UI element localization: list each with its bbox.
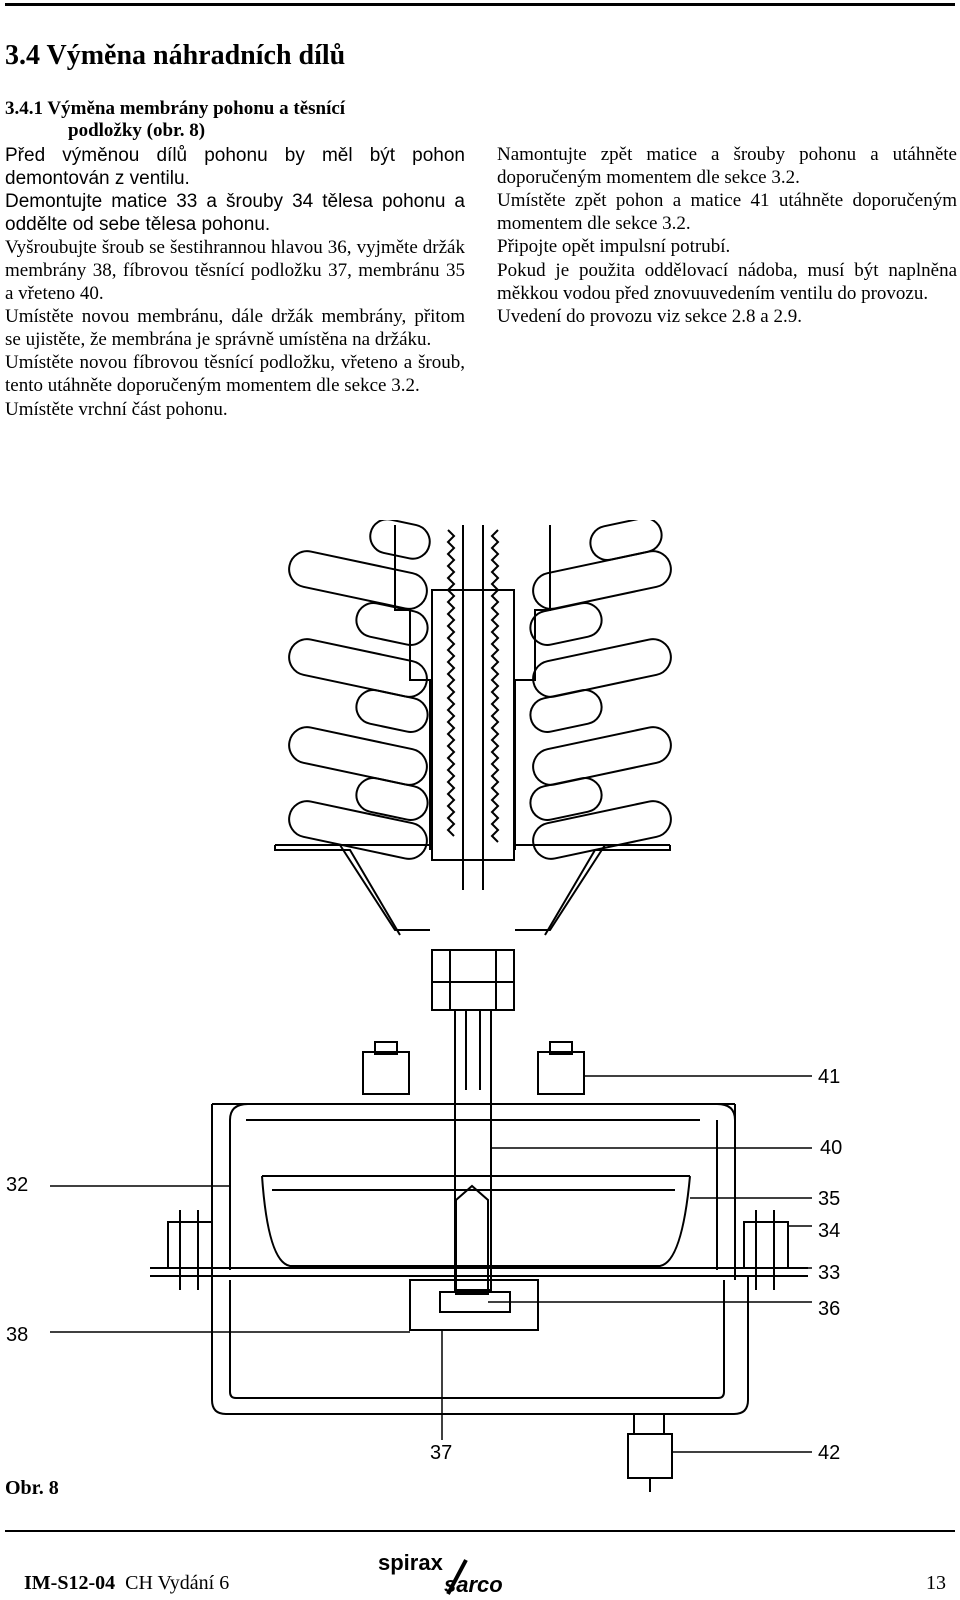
spirax-sarco-logo: spirax sarco <box>378 1550 503 1597</box>
callout-42: 42 <box>818 1442 841 1464</box>
paragraph: Umístěte vrchní část pohonu. <box>5 398 228 420</box>
logo-text-top: spirax <box>378 1550 444 1575</box>
subsection-title: 3.4.1 Výměna membrány pohonu a těsnící p… <box>5 98 475 142</box>
page-number: 13 <box>926 1572 946 1594</box>
figure-caption: Obr. 8 <box>5 1477 59 1499</box>
callout-33: 33 <box>818 1262 841 1284</box>
left-column: Před výměnou dílů pohonu by měl být poho… <box>5 145 465 422</box>
paragraph: Připojte opět impulsní potrubí. <box>497 236 731 258</box>
callout-41: 41 <box>818 1066 841 1088</box>
subsection-title-line2: podložky (obr. 8) <box>68 120 206 141</box>
footer-document-id: IM-S12-04 CH Vydání 6 <box>24 1572 229 1595</box>
section-title: 3.4 Výměna náhradních dílů <box>5 40 346 71</box>
paragraph: Umístěte novou fíbrovou těsnící podložku… <box>5 352 465 396</box>
callout-36: 36 <box>818 1298 841 1320</box>
doc-code: IM-S12-04 <box>24 1572 116 1594</box>
spring-coils-right <box>529 520 672 860</box>
callout-40: 40 <box>820 1137 843 1159</box>
callout-38: 38 <box>6 1324 29 1346</box>
paragraph: Uvedení do provozu viz sekce 2.8 a 2.9. <box>497 306 802 328</box>
actuator-drawing <box>50 520 812 1492</box>
paragraph: Pokud je použita oddělovací nádoba, musí… <box>497 259 957 304</box>
paragraph: Namontujte zpět matice a šrouby pohonu a… <box>497 144 957 188</box>
paragraph: Umístěte novou membránu, dále držák memb… <box>5 306 465 350</box>
subsection-title-line1: 3.4.1 Výměna membrány pohonu a těsnící <box>5 98 346 119</box>
callout-37: 37 <box>430 1442 453 1464</box>
spring-coils-left <box>288 520 431 860</box>
paragraph: Umístěte zpět pohon a matice 41 utáhněte… <box>497 190 957 234</box>
doc-edition: CH Vydání 6 <box>125 1572 230 1594</box>
right-column: Namontujte zpět matice a šrouby pohonu a… <box>497 144 957 330</box>
top-rule <box>5 3 955 6</box>
paragraph: Vyšroubujte šroub se šestihrannou hlavou… <box>5 237 465 304</box>
paragraph: Demontujte matice 33 a šrouby 34 tělesa … <box>5 191 465 235</box>
paragraph: Před výměnou dílů pohonu by měl být poho… <box>5 145 465 189</box>
callout-32: 32 <box>6 1174 29 1196</box>
bottom-rule <box>5 1530 955 1532</box>
callout-34: 34 <box>818 1220 841 1242</box>
callout-35: 35 <box>818 1188 841 1210</box>
